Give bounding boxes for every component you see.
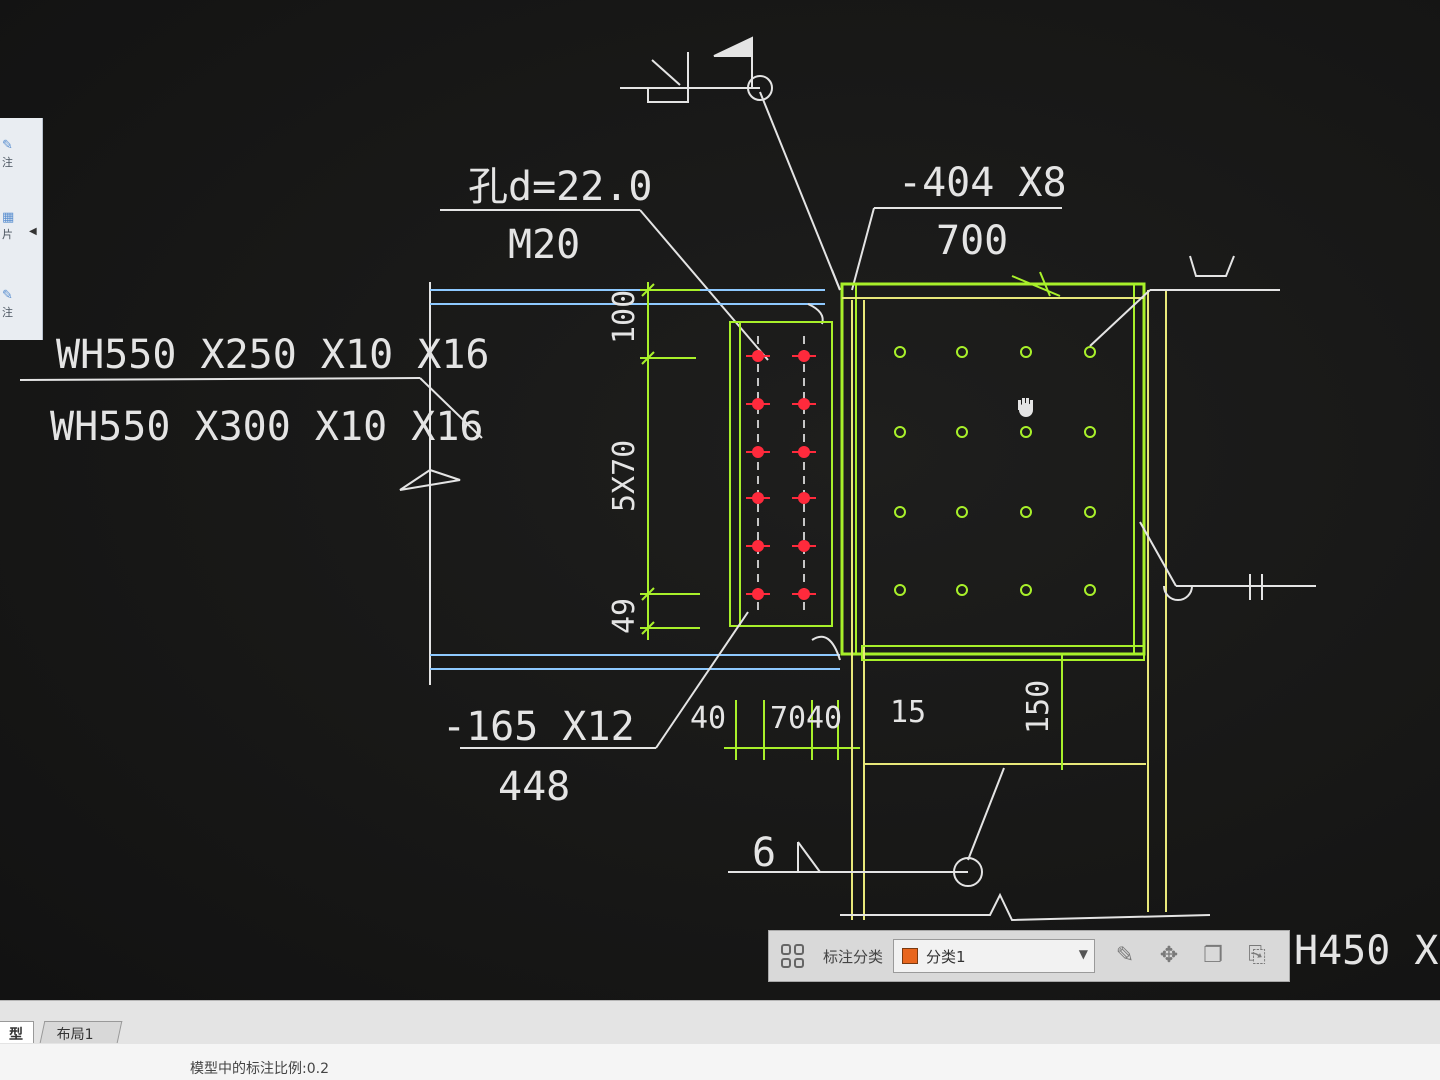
- bolt-hole[interactable]: [792, 446, 816, 458]
- splice-plate-length-text[interactable]: 448: [498, 764, 570, 810]
- end-plate-hole[interactable]: [894, 506, 906, 518]
- tab-layout1[interactable]: 布局1: [39, 1021, 123, 1043]
- cad-drawing[interactable]: 孔d=22.0 M20 -404 X8 700 WH550 X250 X10 X…: [0, 0, 1440, 1000]
- end-plate-bolt-holes[interactable]: [894, 346, 1096, 596]
- end-plate-hole[interactable]: [894, 584, 906, 596]
- side-panel: ✎ 注 ▦ 片 ✎ 注 ◀: [0, 118, 43, 340]
- layout-tab-bar: 型 布局1: [0, 1000, 1440, 1045]
- side-item-label: 注: [2, 306, 13, 319]
- end-plate-hole[interactable]: [1020, 426, 1032, 438]
- side-item-picture[interactable]: ▦ 片: [0, 210, 42, 242]
- hole-spec-text[interactable]: 孔d=22.0: [468, 164, 653, 210]
- move-icon[interactable]: ✥: [1159, 943, 1179, 968]
- picture-icon: ▦: [2, 210, 15, 225]
- bolt-hole[interactable]: [746, 540, 770, 552]
- dim-bottom-edge[interactable]: 49: [607, 598, 642, 634]
- copy-icon[interactable]: ❐: [1203, 943, 1223, 968]
- end-plate-leader: [851, 207, 1062, 291]
- splice-plate[interactable]: [729, 321, 833, 627]
- chevron-down-icon[interactable]: ▼: [1078, 947, 1089, 961]
- end-plate-hole[interactable]: [894, 346, 906, 358]
- beam-section-2-text[interactable]: WH550 X300 X10 X16: [50, 404, 483, 450]
- weld-symbol-bottom[interactable]: [728, 767, 1211, 922]
- annotation-toolbar: 标注分类 分类1 ▼ ✎ ✥ ❐ ⎘: [768, 930, 1290, 982]
- side-item-note[interactable]: ✎ 注: [0, 288, 42, 320]
- bolt-hole[interactable]: [746, 398, 770, 410]
- end-plate-hole[interactable]: [894, 426, 906, 438]
- tab-model[interactable]: 型: [0, 1021, 34, 1043]
- bolt-hole[interactable]: [792, 398, 816, 410]
- splice-bolt-group[interactable]: [746, 336, 816, 612]
- dim-h-40-left[interactable]: 40: [690, 701, 726, 736]
- splice-plate-spec-text[interactable]: -165 X12: [442, 704, 635, 750]
- tab-layout1-label: 布局1: [56, 1027, 94, 1043]
- hole-spec-leader: [440, 209, 769, 361]
- end-plate-hole[interactable]: [1084, 426, 1096, 438]
- dim-bolt-spacing[interactable]: 5X70: [607, 440, 642, 512]
- dim-h-70[interactable]: 70: [770, 701, 806, 736]
- annotation-category-label: 标注分类: [823, 947, 884, 966]
- bolt-hole[interactable]: [792, 588, 816, 600]
- end-plate-length-text[interactable]: 700: [936, 218, 1008, 264]
- bolt-hole[interactable]: [746, 492, 770, 504]
- dim-150[interactable]: 150: [1021, 680, 1056, 734]
- end-plate-hole[interactable]: [1084, 346, 1096, 358]
- category-value: 分类1: [926, 947, 966, 966]
- weld-size-text[interactable]: 6: [752, 830, 776, 876]
- bolt-hole[interactable]: [746, 446, 770, 458]
- cad-model-space[interactable]: 孔d=22.0 M20 -404 X8 700 WH550 X250 X10 X…: [0, 0, 1440, 1000]
- bolt-hole[interactable]: [746, 588, 770, 600]
- annotation-scale-status: 模型中的标注比例:0.2: [190, 1061, 329, 1077]
- column-end-plate[interactable]: [840, 271, 1167, 920]
- bolt-hole[interactable]: [792, 492, 816, 504]
- end-plate-hole[interactable]: [1020, 506, 1032, 518]
- end-plate-hole[interactable]: [1084, 584, 1096, 596]
- weld-symbol-right[interactable]: [1089, 255, 1316, 601]
- bolt-hole[interactable]: [792, 350, 816, 362]
- collapse-arrow-icon[interactable]: ◀: [29, 226, 37, 237]
- beam-outline[interactable]: [399, 282, 841, 685]
- dim-h-40-right[interactable]: 40: [806, 701, 842, 736]
- beam-section-1-text[interactable]: WH550 X250 X10 X16: [56, 332, 489, 378]
- tab-model-label: 型: [9, 1027, 23, 1043]
- category-select[interactable]: 分类1 ▼: [893, 939, 1096, 973]
- side-item-label: 片: [2, 228, 13, 241]
- end-plate-hole[interactable]: [1020, 584, 1032, 596]
- note-icon: ✎: [2, 288, 13, 303]
- category-color-swatch: [902, 948, 919, 964]
- bolt-hole[interactable]: [792, 540, 816, 552]
- splice-plate-leader: [460, 611, 749, 749]
- weld-symbol-top[interactable]: [620, 36, 841, 291]
- end-plate-spec-text[interactable]: -404 X8: [898, 160, 1067, 206]
- side-item-label: 注: [2, 156, 13, 169]
- edit-icon[interactable]: ✎: [1115, 943, 1135, 968]
- status-bar: 模型中的标注比例:0.2: [0, 1044, 1440, 1080]
- end-plate-hole[interactable]: [1020, 346, 1032, 358]
- end-plate-hole[interactable]: [956, 346, 968, 358]
- bolt-hole[interactable]: [746, 350, 770, 362]
- end-plate-hole[interactable]: [956, 584, 968, 596]
- vertical-dimensions: [640, 282, 700, 640]
- annotation-icon: ✎: [2, 138, 13, 153]
- dim-top-edge[interactable]: 100: [607, 290, 642, 344]
- bolt-spec-text[interactable]: M20: [508, 222, 580, 268]
- end-plate-hole[interactable]: [956, 506, 968, 518]
- paste-icon[interactable]: ⎘: [1248, 943, 1266, 968]
- column-section-partial-text[interactable]: H450 X30: [1294, 928, 1440, 974]
- hand-cursor-icon: [1018, 398, 1033, 417]
- end-plate-hole[interactable]: [1084, 506, 1096, 518]
- grid-icon[interactable]: [781, 944, 805, 968]
- dim-15[interactable]: 15: [890, 695, 926, 730]
- side-item-annotation[interactable]: ✎ 注: [0, 138, 42, 170]
- end-plate-hole[interactable]: [956, 426, 968, 438]
